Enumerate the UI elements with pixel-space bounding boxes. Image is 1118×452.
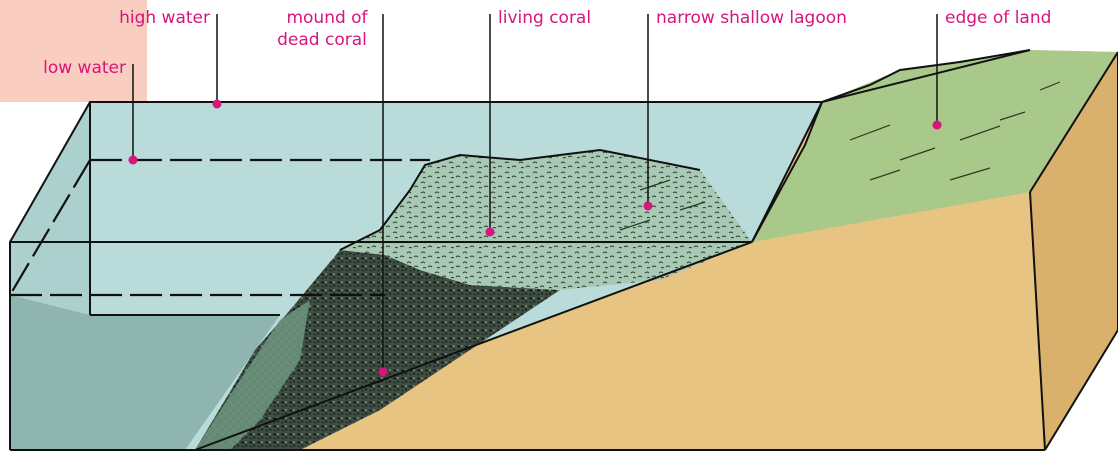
lagoon-dot: [644, 202, 653, 211]
edge-of-land-dot: [933, 121, 942, 130]
label-mound-line2: dead coral: [266, 30, 378, 50]
dead-coral-dot: [379, 368, 388, 377]
label-edge-of-land: edge of land: [945, 8, 1051, 28]
deep-water-side: [10, 102, 90, 315]
label-low-water: low water: [20, 58, 126, 78]
low-water-dot: [129, 156, 138, 165]
high-water-dot: [213, 100, 222, 109]
label-high-water: high water: [100, 8, 210, 28]
living-coral-dot: [486, 228, 495, 237]
label-lagoon: narrow shallow lagoon: [656, 8, 847, 28]
label-mound-line1: mound of: [278, 8, 376, 28]
label-living-coral: living coral: [498, 8, 591, 28]
